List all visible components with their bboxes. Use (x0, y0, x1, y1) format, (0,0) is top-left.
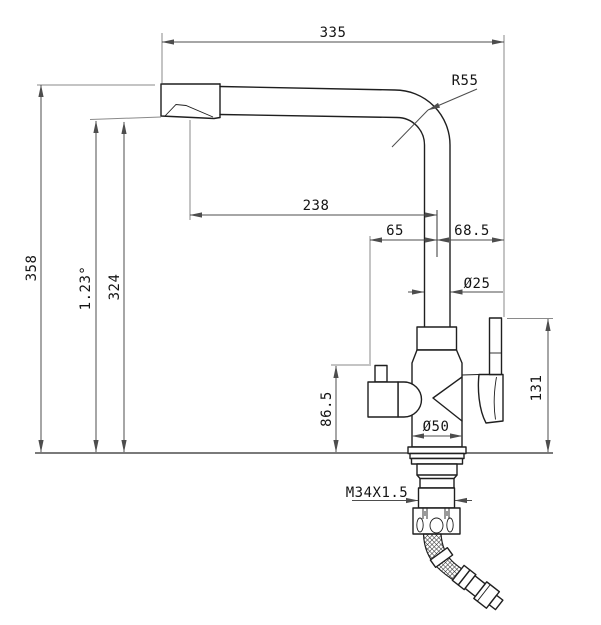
dim-lever-height-label: 131 (529, 375, 545, 402)
faucet-outline (35, 83, 553, 611)
hose-ferrule-band (429, 546, 454, 569)
dimension-annotations (37, 33, 553, 504)
dimension-labels: 335 R55 238 65 68.5 Ø25 358 1.23° 324 86… (24, 25, 545, 501)
supply-hose (422, 533, 504, 611)
dim-spout-diameter-label: Ø25 (464, 276, 491, 292)
dim-lever-offset-label: 68.5 (454, 223, 490, 239)
dim-handle-height-label: 86.5 (319, 391, 335, 427)
mounting-shank (416, 463, 458, 509)
faucet-body (411, 326, 463, 448)
right-lever (461, 317, 504, 424)
dim-outlet-angle-label: 1.23° (78, 266, 94, 311)
spray-head (160, 83, 221, 120)
hose-end-fitting (451, 564, 504, 611)
dim-outlet-to-riser-label: 238 (303, 198, 330, 214)
mounting-flange (407, 446, 467, 465)
dim-bend-radius-label: R55 (452, 73, 479, 89)
dim-overall-height-label: 358 (24, 255, 40, 282)
left-handle (367, 364, 423, 418)
dim-mounting-thread-label: M34X1.5 (346, 485, 409, 501)
dim-spout-reach-label: 335 (320, 25, 347, 41)
hose-connector (412, 507, 461, 535)
dim-handle-offset-label: 65 (386, 223, 404, 239)
dim-body-diameter-label: Ø50 (423, 419, 450, 435)
dim-outlet-height-label: 324 (107, 274, 123, 301)
